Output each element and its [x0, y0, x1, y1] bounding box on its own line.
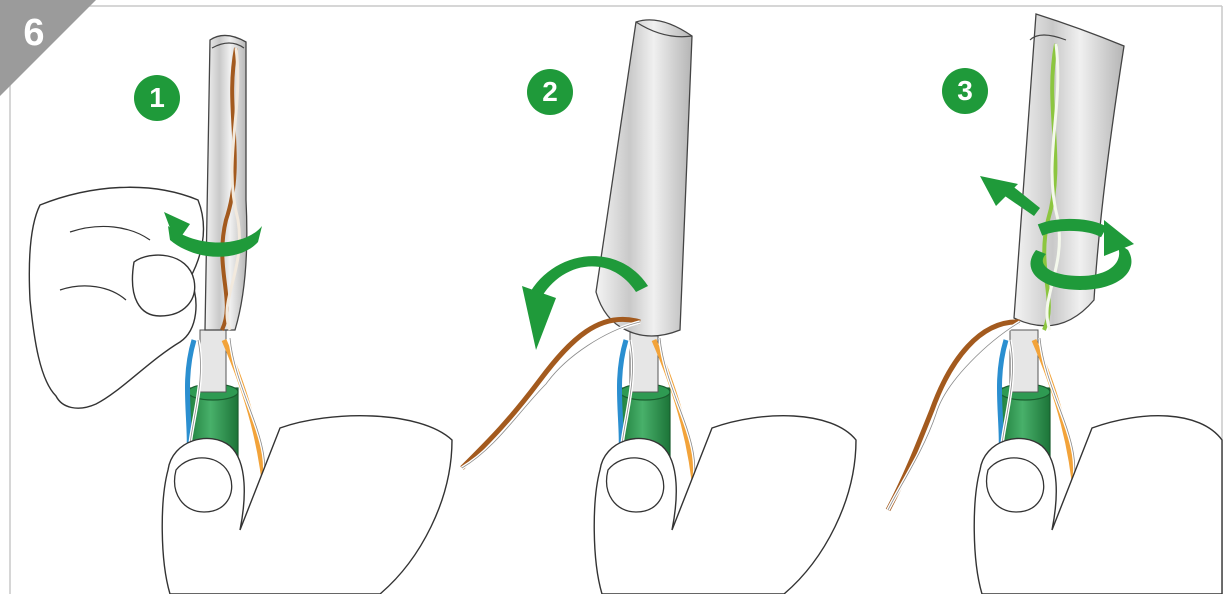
panel-1-artwork — [29, 35, 452, 594]
panel-3-artwork — [888, 14, 1222, 594]
step-badge-1: 1 — [134, 75, 180, 121]
step-number: 6 — [12, 6, 56, 60]
step-badge-2: 2 — [527, 69, 573, 115]
panel-2-artwork — [462, 20, 856, 594]
step-badge-3: 3 — [942, 68, 988, 114]
foil-shield — [596, 20, 692, 336]
